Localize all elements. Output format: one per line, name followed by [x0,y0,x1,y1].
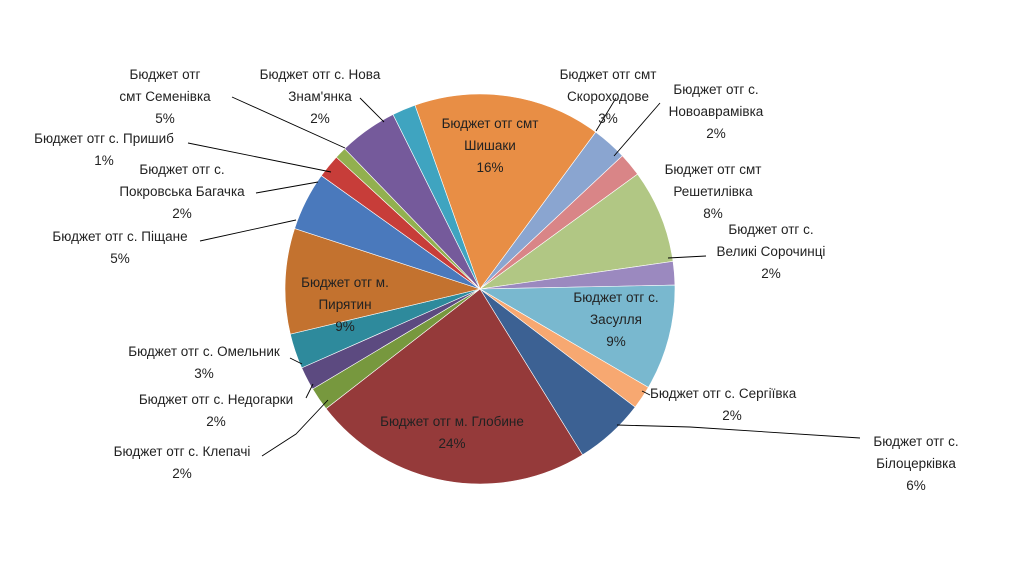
slice-label-line: Знам'янка [288,89,352,104]
slice-label: Бюджет отг с. Білоцерківка 6% [873,434,958,493]
slice-percent: 9% [335,319,355,334]
slice-label-line: Скороходове [567,89,649,104]
leader-line [641,390,651,396]
pie-slice [478,284,676,388]
slice-label-line: Засулля [590,312,642,327]
leader-line [667,255,707,259]
slice-percent: 3% [194,366,214,381]
slice-label-line: Бюджет отг с. [873,434,958,449]
leader-line [231,96,346,149]
leader-line [616,424,861,439]
slice-percent: 2% [761,266,781,281]
slice-percent: 2% [706,126,726,141]
slice-label-line: Решетилівка [673,184,753,199]
slice-percent: 2% [206,414,226,429]
slice-label: Бюджет отг с. Новоаврамівка 2% [669,82,764,141]
slice-percent: 2% [172,206,192,221]
slice-percent: 5% [155,111,175,126]
slice-label-line: Покровська Багачка [119,184,245,199]
slice-label-line: Бюджет отг м. Глобине [380,414,524,429]
slice-percent: 3% [598,111,618,126]
slice-label: Бюджет отг с. Омельник 3% [128,344,280,381]
slice-label: Бюджет отг м. Пирятин 9% [301,275,389,334]
slice-percent: 24% [438,436,465,451]
leader-line [613,102,661,157]
slice-label: Бюджет отг с. Піщане 5% [52,229,187,266]
slice-label-line: Пирятин [318,297,371,312]
slice-label-line: Бюджет отг с. [139,162,224,177]
slice-label: Бюджет отг м. Глобине 24% [380,414,524,451]
leader-line [359,97,385,123]
slice-label-line: Бюджет отг с. Пришиб [34,131,174,146]
slice-label: Бюджет отг смт Семенівка 5% [119,67,211,126]
slice-label: Бюджет отг с. Пришиб 1% [34,131,174,168]
slice-label-line: Бюджет отг с. [728,222,813,237]
slice-label-line: Бюджет отг с. Клепачі [114,444,251,459]
slice-label-line: Бюджет отг смт [560,67,657,82]
slice-percent: 16% [476,160,503,175]
slice-label-line: Новоаврамівка [669,104,764,119]
slice-label-line: Великі Сорочинці [717,244,826,259]
leader-line [261,399,329,457]
slice-percent: 6% [906,478,926,493]
slice-percent: 2% [310,111,330,126]
slice-label: Бюджет отг с. Великі Сорочинці 2% [717,222,826,281]
slice-label-line: Бюджет отг с. Піщане [52,229,187,244]
leader-line [199,219,297,242]
slice-label-line: Бюджет отг смт [665,162,762,177]
slice-percent: 8% [703,206,723,221]
slice-percent: 2% [722,408,742,423]
slice-percent: 1% [94,153,114,168]
slice-label-line: Білоцерківка [876,456,956,471]
leader-line [289,357,303,365]
slice-label-line: Бюджет отг [130,67,201,82]
leader-line [305,383,314,399]
slice-label: Бюджет отг с. Недогарки 2% [139,392,293,429]
leader-lines [187,96,861,457]
pie-slice [414,93,597,290]
slice-label-line: Шишаки [464,138,516,153]
slice-label-line: Бюджет отг с. Сергіївка [650,386,797,401]
slice-label-line: смт Семенівка [119,89,211,104]
slice-percent: 9% [606,334,626,349]
pie-slice [392,104,481,290]
slice-label-line: Бюджет отг с. Омельник [128,344,280,359]
slice-label-line: Бюджет отг смт [442,116,539,131]
pie-slices [284,93,676,485]
slice-label-line: Бюджет отг с. [573,290,658,305]
slice-label-line: Бюджет отг м. [301,275,389,290]
leader-line [595,97,617,132]
slice-label: Бюджет отг с. Засулля 9% [573,290,658,349]
leader-line [255,181,319,194]
pie-slice [325,288,583,485]
slice-label: Бюджет отг с. Клепачі 2% [114,444,251,481]
pie-slice [284,228,482,335]
slice-label: Бюджет отг с. Сергіївка 2% [650,386,797,423]
pie-slice [479,173,674,290]
slice-percent: 5% [110,251,130,266]
slice-label-line: Бюджет отг с. Нова [260,67,381,82]
slice-label-line: Бюджет отг с. Недогарки [139,392,293,407]
slice-percent: 2% [172,466,192,481]
leader-line [187,142,332,173]
slice-label-line: Бюджет отг с. [673,82,758,97]
slice-label: Бюджет отг с. Покровська Багачка 2% [119,162,245,221]
